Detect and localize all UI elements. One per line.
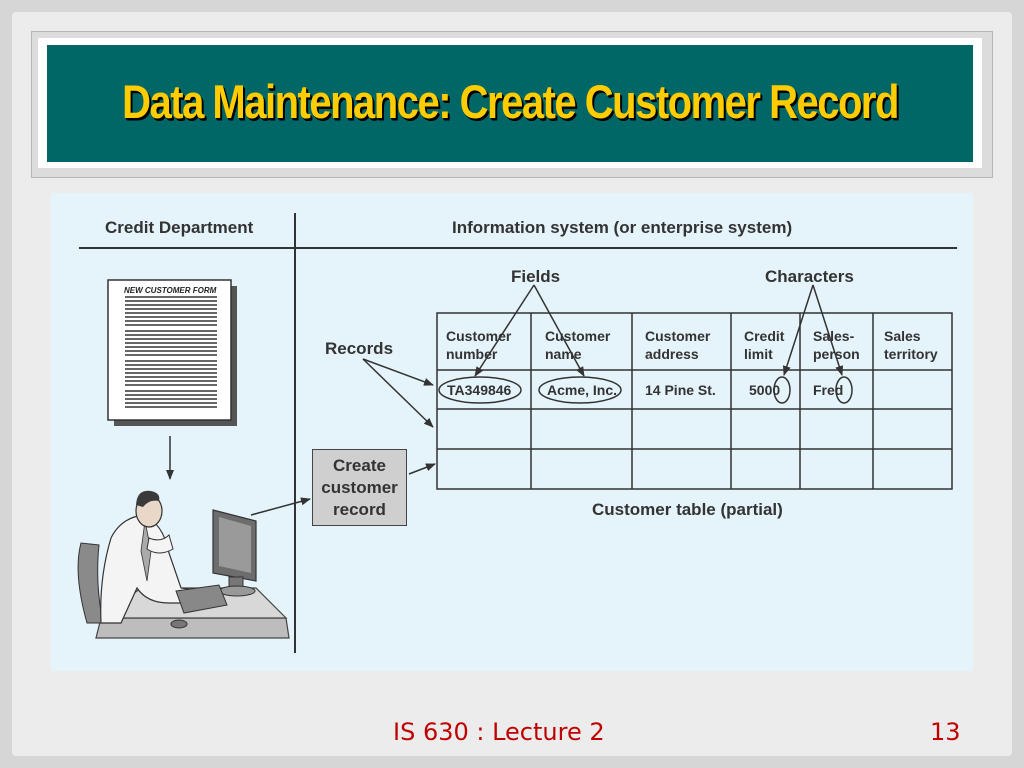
table-header-customer-number: Customer number bbox=[446, 328, 512, 362]
credit-department-heading: Credit Department bbox=[105, 218, 254, 237]
slide-number: 13 bbox=[930, 718, 961, 746]
field-highlight-customer-number bbox=[438, 376, 522, 404]
table-cell-customer-address: 14 Pine St. bbox=[645, 382, 716, 398]
table-header-credit-limit: Credit limit bbox=[744, 328, 785, 362]
characters-arrow-2 bbox=[812, 284, 844, 376]
character-highlight-salesperson bbox=[835, 376, 853, 404]
records-arrow-1 bbox=[362, 358, 434, 386]
fields-arrow-2 bbox=[533, 284, 585, 377]
table-cell-credit-limit: 5000 bbox=[749, 382, 781, 398]
table-cell-salesperson: Fred bbox=[813, 382, 844, 398]
diagram: Credit Department Information system (or… bbox=[51, 193, 973, 671]
table-header-customer-name: Customer name bbox=[545, 328, 611, 362]
field-highlight-customer-name bbox=[538, 376, 622, 404]
table-header-salesperson: Sales- person bbox=[813, 328, 860, 362]
character-highlight-credit-limit bbox=[773, 376, 791, 404]
characters-label: Characters bbox=[765, 267, 854, 286]
table-cell-customer-number: TA349846 bbox=[447, 382, 512, 398]
information-system-heading: Information system (or enterprise system… bbox=[452, 218, 793, 237]
slide-title: Data Maintenance: Create Customer Record bbox=[122, 76, 899, 129]
diagram-lines bbox=[77, 213, 957, 653]
table-cell-customer-name: Acme, Inc. bbox=[547, 382, 618, 398]
create-customer-record-box: Create customer record bbox=[312, 449, 407, 526]
table-caption: Customer table (partial) bbox=[592, 500, 783, 519]
clerk-to-create-arrow bbox=[250, 497, 311, 516]
new-customer-form-document bbox=[107, 279, 237, 426]
clerk-at-computer-illustration bbox=[77, 490, 290, 639]
create-to-table-arrow bbox=[408, 463, 436, 475]
title-bar: Data Maintenance: Create Customer Record bbox=[47, 45, 973, 162]
form-title: NEW CUSTOMER FORM bbox=[124, 286, 217, 295]
fields-label: Fields bbox=[511, 267, 561, 286]
customer-table-grid bbox=[436, 312, 953, 490]
characters-arrow-1 bbox=[782, 284, 814, 376]
table-header-customer-address: Customer address bbox=[645, 328, 711, 362]
records-arrow-2 bbox=[362, 358, 434, 428]
fields-arrow-1 bbox=[474, 284, 535, 377]
table-header-sales-territory: Sales territory bbox=[884, 328, 938, 362]
records-label: Records bbox=[325, 339, 394, 358]
footer-lecture-label: IS 630 : Lecture 2 bbox=[393, 718, 605, 746]
